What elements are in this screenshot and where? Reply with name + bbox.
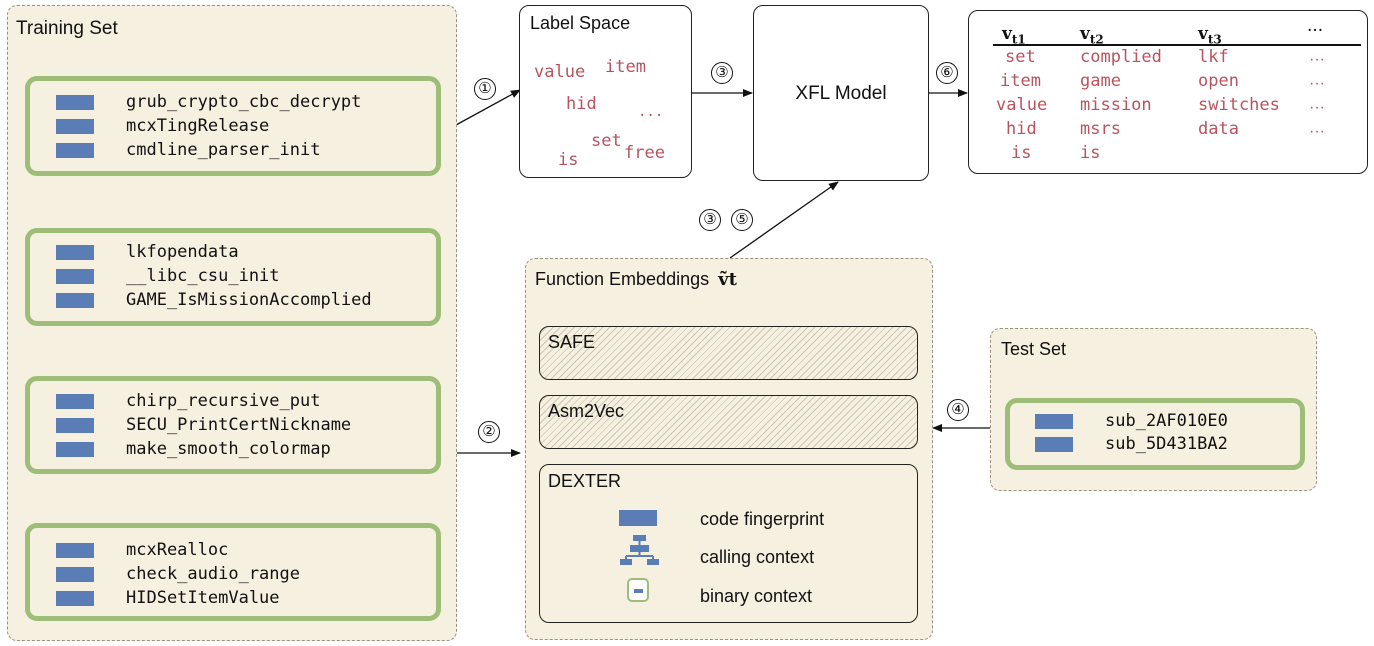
table-cell-ellipsis: ··· [1309,51,1325,68]
dexter-item-label: code fingerprint [700,509,825,529]
code-fingerprint-icon [619,510,657,526]
step-3-marker: ③ [711,62,733,84]
table-cell: complied [1080,47,1162,67]
function-name: mcxRealloc [126,540,229,560]
table-cell: is [1011,143,1032,163]
xfl-model-title: XFL Model [795,83,887,104]
function-name: check_audio_range [126,564,300,584]
code-fingerprint-bar [56,95,94,110]
table-cell-ellipsis: ··· [1309,75,1325,92]
code-fingerprint-bar [56,245,94,260]
function-name: HIDSetItemValue [126,588,280,608]
code-fingerprint-bar [56,567,94,582]
code-fingerprint-bar [56,394,94,409]
function-name: mcxTingRelease [126,116,270,136]
label-space-box: Label Space value item hid ... set free … [519,5,692,178]
xfl-model-box: XFL Model [753,5,929,181]
function-name: __libc_csu_init [126,266,280,286]
calling-context-icon [620,535,659,565]
label-word: value [534,62,586,82]
dexter-item-label: calling context [700,547,815,567]
column-header-t2: vt2 [1080,24,1104,47]
function-name: chirp_recursive_put [126,391,321,411]
binary-context-icon [627,578,649,602]
table-cell: is [1080,143,1101,163]
code-fingerprint-bar [1035,414,1073,429]
label-word: free [624,143,665,163]
code-fingerprint-bar [56,269,94,284]
column-header-t1: vt1 [1002,24,1026,47]
table-cell: switches [1198,95,1280,115]
function-name: sub_2AF010E0 [1105,411,1228,431]
table-cell: msrs [1080,119,1121,139]
code-fingerprint-bar [56,119,94,134]
code-fingerprint-bar [56,293,94,308]
training-set-panel: Training Set grub_crypto_cbc_decrypt mcx… [7,5,457,641]
table-cell: value [996,95,1048,115]
table-cell: hid [1006,119,1037,139]
code-fingerprint-bar [56,143,94,158]
dexter-item-label: binary context [700,586,813,606]
function-group-2: lkfopendata __libc_csu_init GAME_IsMissi… [25,228,441,326]
function-name: GAME_IsMissionAccomplied [126,290,372,310]
code-fingerprint-bar [1035,437,1073,452]
asm2vec-label: Asm2Vec [548,401,625,421]
function-name: lkfopendata [126,242,239,262]
test-function-group: sub_2AF010E0 sub_5D431BA2 [1005,398,1305,470]
function-embeddings-title: Function Embeddings ṽt [535,269,737,290]
training-set-title: Training Set [16,18,118,39]
label-word: item [605,57,646,77]
step-4-marker: ④ [947,399,969,421]
code-fingerprint-bar [56,418,94,433]
code-fingerprint-bar [56,591,94,606]
asm2vec-box: Asm2Vec [539,395,918,449]
table-cell: lkf [1198,47,1229,67]
column-header-t3: vt3 [1198,24,1222,47]
function-name: grub_crypto_cbc_decrypt [126,92,362,112]
function-name: make_smooth_colormap [126,439,331,459]
code-fingerprint-bar [56,442,94,457]
dexter-box: DEXTER code fingerprint calling context … [539,464,918,623]
step-2-marker: ② [478,421,500,443]
table-cell: mission [1080,95,1152,115]
column-header-more: ··· [1307,21,1324,41]
table-cell: data [1198,119,1239,139]
step-3-marker-lower: ③ [699,209,721,231]
function-embeddings-panel: Function Embeddings ṽt SAFE Asm2Vec DEXT… [525,258,933,640]
output-table-box: vt1 vt2 vt3 ··· set item value hid is co… [968,10,1368,174]
function-group-1: grub_crypto_cbc_decrypt mcxTingRelease c… [25,76,441,176]
table-cell: set [1005,47,1036,67]
label-word: ... [638,104,664,120]
label-word: set [591,131,622,151]
label-word: is [558,150,579,170]
label-space-title: Label Space [530,13,631,33]
step-5-marker: ⑤ [731,209,753,231]
function-name: SECU_PrintCertNickname [126,415,352,435]
function-name: cmdline_parser_init [126,140,321,160]
function-group-3: chirp_recursive_put SECU_PrintCertNickna… [25,376,441,474]
step-6-marker: ⑥ [936,62,958,84]
table-cell: item [1000,71,1041,91]
safe-label: SAFE [548,332,596,352]
code-fingerprint-bar [56,543,94,558]
step-1-marker: ① [474,78,496,100]
function-group-4: mcxRealloc check_audio_range HIDSetItemV… [25,523,441,621]
dexter-label: DEXTER [548,471,622,491]
test-set-panel: Test Set sub_2AF010E0 sub_5D431BA2 [990,328,1317,491]
safe-box: SAFE [539,326,918,380]
arrow-embeddings-to-model [729,181,839,259]
table-cell-ellipsis: ··· [1309,99,1325,116]
label-word: hid [566,94,597,114]
table-cell-ellipsis: ··· [1309,123,1325,140]
function-name: sub_5D431BA2 [1105,434,1228,454]
test-set-title: Test Set [1001,339,1067,359]
embedding-symbol: ṽt [718,269,737,290]
table-header-rule [993,44,1361,46]
table-cell: game [1080,71,1121,91]
arrow-training-to-label-space [455,89,521,126]
table-cell: open [1198,71,1239,91]
